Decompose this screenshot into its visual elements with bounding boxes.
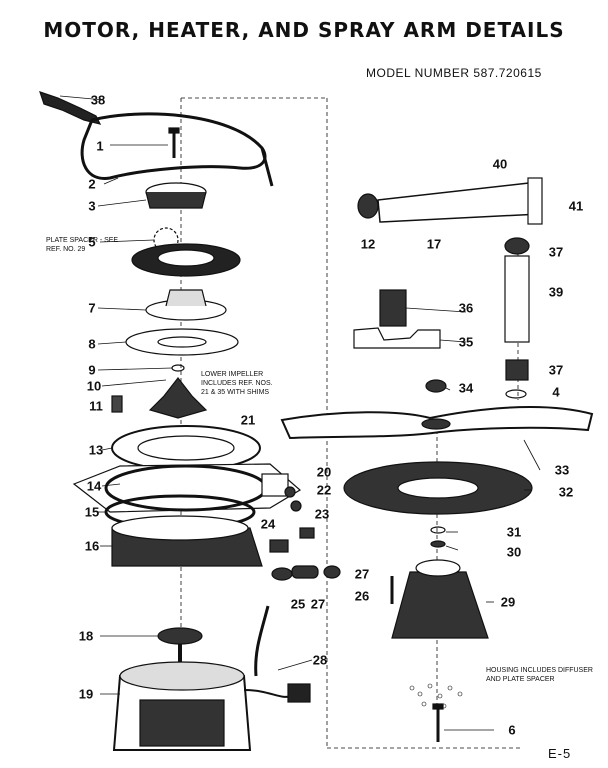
callout-34: 34 [458, 380, 474, 396]
callout-40: 40 [492, 156, 508, 172]
callout-11: 11 [89, 398, 103, 414]
callout-8: 8 [88, 336, 96, 352]
clamps-20-27 [261, 473, 341, 581]
part-19-motor [112, 661, 311, 751]
callout-26: 26 [354, 588, 370, 604]
callout-41: 41 [568, 198, 584, 214]
callout-7: 7 [88, 300, 96, 316]
callout-25: 25 [290, 596, 306, 612]
part-28-cord [254, 605, 313, 677]
plate-spacer-ring [131, 243, 241, 277]
part-3-disk [145, 182, 207, 209]
page-number: E-5 [548, 746, 572, 761]
callout-32: 32 [558, 484, 574, 500]
part-9-ring [171, 364, 185, 372]
callout-36: 36 [458, 300, 474, 316]
callout-35: 35 [458, 334, 474, 350]
part-6-screw [432, 703, 444, 742]
part-38-bracket [39, 91, 102, 125]
part-1-screw [110, 127, 180, 158]
part-33-spray-arm [280, 406, 594, 440]
leader-lines [59, 95, 541, 731]
callout-27: 27 [310, 596, 326, 612]
part-17-tube [357, 177, 543, 225]
callout-22: 22 [316, 482, 332, 498]
callout-28: 28 [312, 652, 328, 668]
part-32-disc [343, 461, 533, 515]
callout-2: 2 [88, 176, 96, 192]
callout-16: 16 [84, 538, 100, 554]
callout-19: 19 [78, 686, 94, 702]
callout-13: 13 [88, 442, 104, 458]
part-13-ring [111, 425, 261, 471]
callout-4: 4 [552, 384, 560, 400]
diffuser-particles [409, 683, 463, 709]
callout-24: 24 [260, 516, 276, 532]
part-16-base [111, 515, 263, 567]
parts-30-31-washers [430, 526, 446, 548]
callout-6: 6 [508, 722, 516, 738]
part-7-cup [145, 289, 227, 321]
callout-37: 37 [548, 244, 564, 260]
model-number: MODEL NUMBER 587.720615 [366, 66, 542, 80]
housing-note: HOUSING INCLUDES DIFFUSER AND PLATE SPAC… [486, 667, 593, 683]
callout-29: 29 [500, 594, 516, 610]
callout-21: 21 [240, 412, 256, 428]
callout-12: 12 [360, 236, 376, 252]
callout-5: 5 [88, 234, 96, 250]
callout-14: 14 [86, 478, 102, 494]
callout-9: 9 [88, 362, 96, 378]
callout-3: 3 [88, 198, 96, 214]
callout-1: 1 [96, 138, 104, 154]
plate-spacer-note: PLATE SPACER - SEE REF. NO. 29 [46, 237, 119, 253]
lower-impeller-note: LOWER IMPELLER INCLUDES REF. NOS. 21 & 3… [201, 371, 273, 396]
part-39-pipe [504, 237, 530, 399]
part-34-cap [425, 379, 447, 393]
part-36-sleeve [379, 289, 407, 327]
callout-37-secondary: 37 [548, 362, 564, 378]
callout-38: 38 [90, 92, 106, 108]
callout-27-secondary: 27 [354, 566, 370, 582]
callout-20: 20 [316, 464, 332, 480]
part-29-housing [391, 559, 489, 639]
part-35-bracket [353, 327, 441, 349]
part-10-impeller [148, 377, 208, 419]
part-2-heater [80, 112, 274, 187]
callout-31: 31 [506, 524, 522, 540]
callout-15: 15 [84, 504, 100, 520]
callout-17: 17 [426, 236, 442, 252]
callout-18: 18 [78, 628, 94, 644]
part-8-plate [125, 328, 239, 356]
callout-10: 10 [86, 378, 102, 394]
part-11-screw [111, 395, 123, 413]
callout-30: 30 [506, 544, 522, 560]
callout-39: 39 [548, 284, 564, 300]
page-title: MOTOR, HEATER, AND SPRAY ARM DETAILS [43, 18, 565, 42]
callout-23: 23 [314, 506, 330, 522]
callout-33: 33 [554, 462, 570, 478]
